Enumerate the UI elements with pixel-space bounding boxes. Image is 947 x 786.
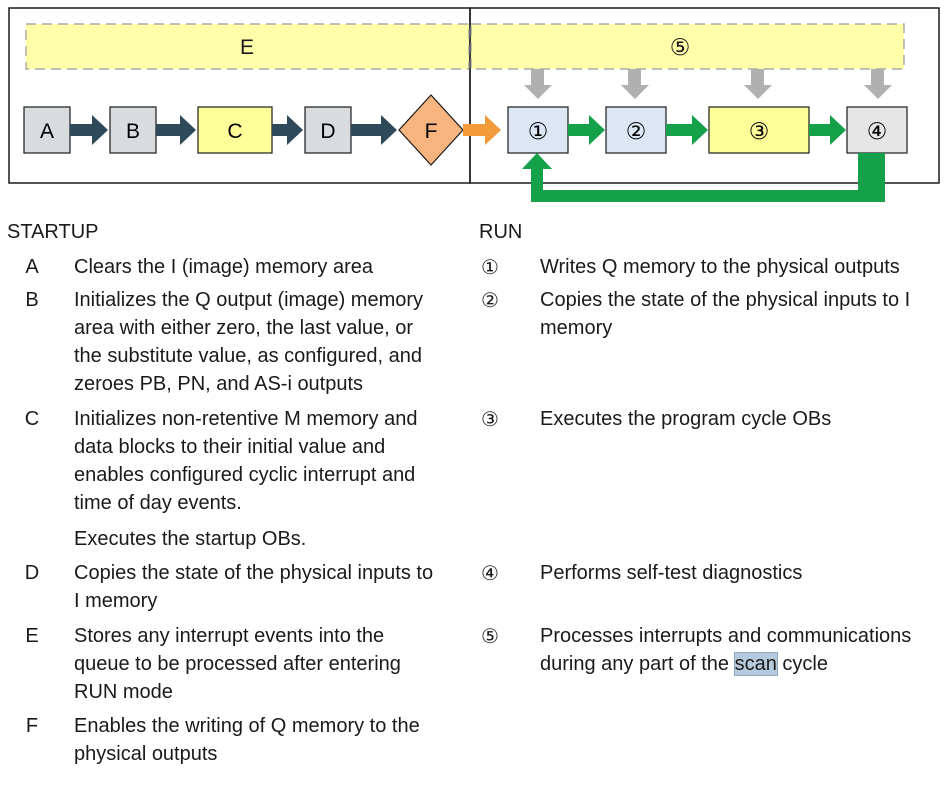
startup-item-F-label: F bbox=[25, 715, 39, 737]
run-item-2-line1: Copies the state of the physical inputs … bbox=[540, 289, 911, 311]
block-5-label: ⑤ bbox=[670, 35, 691, 61]
startup-item-C-line3: enables configured cyclic interrupt and bbox=[74, 464, 416, 486]
run-item-3-text: Executes the program cycle OBs bbox=[540, 408, 832, 430]
block-3 bbox=[708, 106, 810, 154]
block-F-label: F bbox=[425, 120, 438, 143]
run-item-5-line2: during any part of the scan cycle bbox=[540, 650, 828, 678]
startup-item-F-line2: physical outputs bbox=[74, 743, 218, 765]
run-item-2-label: ② bbox=[481, 288, 499, 312]
highlighted-word: scan bbox=[733, 652, 778, 676]
loop-arrow bbox=[522, 153, 885, 202]
run-item-5-line2-before: during any part of the bbox=[540, 653, 735, 675]
startup-item-D-line2: I memory bbox=[74, 590, 158, 612]
block-A-label: A bbox=[40, 120, 54, 143]
block-F bbox=[398, 94, 464, 166]
block-4-label: ④ bbox=[867, 119, 888, 145]
run-item-4-label: ④ bbox=[481, 561, 499, 585]
block-4 bbox=[846, 106, 908, 154]
startup-item-C-line4: time of day events. bbox=[74, 492, 242, 514]
transition-arrow bbox=[463, 115, 501, 145]
run-item-1-text: Writes Q memory to the physical outputs bbox=[540, 256, 900, 278]
startup-item-F-line1: Enables the writing of Q memory to the bbox=[74, 715, 420, 737]
startup-item-B-label: B bbox=[25, 289, 39, 311]
run-arrows bbox=[568, 115, 846, 145]
run-item-3-label: ③ bbox=[481, 407, 499, 431]
interrupt-band-run bbox=[470, 23, 905, 70]
startup-item-A-label: A bbox=[25, 256, 39, 278]
startup-item-C-line2: data blocks to their initial value and bbox=[74, 436, 386, 458]
run-item-2-line2: memory bbox=[540, 317, 613, 339]
run-frame bbox=[469, 7, 940, 184]
block-2 bbox=[605, 106, 667, 154]
run-item-4-text: Performs self-test diagnostics bbox=[540, 562, 803, 584]
block-1-label: ① bbox=[528, 119, 549, 145]
startup-item-E-line2: queue to be processed after entering bbox=[74, 653, 401, 675]
block-C-label: C bbox=[227, 120, 242, 143]
run-item-1-label: ① bbox=[481, 255, 499, 279]
run-item-5-line1: Processes interrupts and communications bbox=[540, 625, 912, 647]
block-E-label: E bbox=[240, 36, 254, 59]
block-D-label: D bbox=[320, 120, 335, 143]
startup-item-B-line4: zeroes PB, PN, and AS-i outputs bbox=[74, 373, 364, 395]
startup-item-C-line1: Initializes non-retentive M memory and bbox=[74, 408, 418, 430]
startup-item-E-line1: Stores any interrupt events into the bbox=[74, 625, 385, 647]
startup-item-A-text: Clears the I (image) memory area bbox=[74, 256, 373, 278]
block-2-label: ② bbox=[626, 119, 647, 145]
block-D bbox=[304, 106, 352, 154]
startup-item-E-line3: RUN mode bbox=[74, 681, 173, 703]
startup-item-C-extra: Executes the startup OBs. bbox=[74, 528, 307, 550]
startup-item-D-line1: Copies the state of the physical inputs … bbox=[74, 562, 434, 584]
startup-item-E-label: E bbox=[25, 625, 39, 647]
startup-item-D-label: D bbox=[24, 562, 40, 584]
startup-arrows bbox=[70, 115, 397, 145]
interrupt-band-startup bbox=[25, 23, 470, 70]
run-heading: RUN bbox=[479, 221, 523, 243]
block-B-label: B bbox=[126, 120, 140, 143]
startup-item-C-label: C bbox=[24, 408, 40, 430]
block-A bbox=[23, 106, 71, 154]
block-3-label: ③ bbox=[749, 119, 770, 145]
interrupt-arrows bbox=[524, 69, 892, 99]
startup-item-B-line2: area with either zero, the last value, o… bbox=[74, 317, 414, 339]
block-B bbox=[109, 106, 157, 154]
startup-item-B-line3: the substitute value, as configured, and bbox=[74, 345, 423, 367]
startup-item-B-line1: Initializes the Q output (image) memory bbox=[74, 289, 424, 311]
run-item-5-label: ⑤ bbox=[481, 624, 499, 648]
scan-cycle-diagram: E ⑤ A B C D F ① ② ③ ④ bbox=[8, 7, 940, 202]
startup-heading: STARTUP bbox=[7, 221, 99, 243]
run-item-5-line2-after: cycle bbox=[776, 653, 828, 675]
